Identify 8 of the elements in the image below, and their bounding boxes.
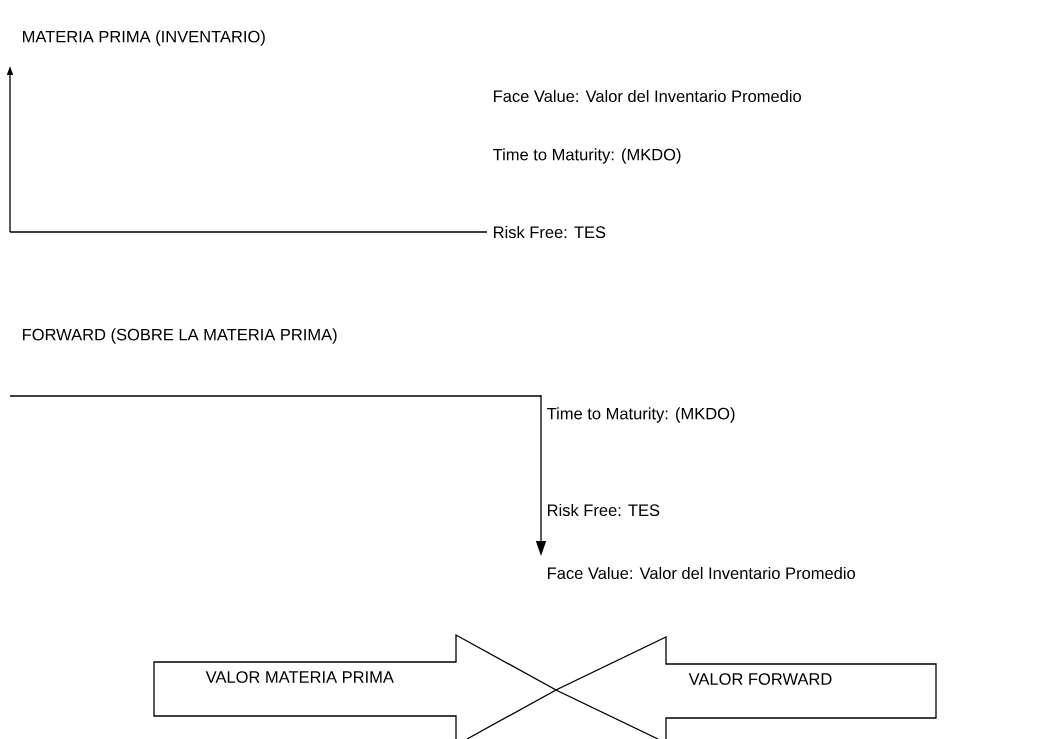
cash-flow-label: Time to Maturity: (MKDO) bbox=[547, 407, 735, 423]
heading: MATERIA PRIMA (INVENTARIO) bbox=[23, 30, 265, 46]
cash-flow-label: Face Value: Valor del Inventario Promedio bbox=[548, 566, 855, 580]
cash-flow-label: Face Value: Valor del Inventario Promedio bbox=[494, 89, 801, 103]
heading: FORWARD (SOBRE LA MATERIA PRIMA) bbox=[23, 328, 337, 344]
cash-flow-label: Risk Free: TES bbox=[548, 503, 660, 517]
cash-flow-label: Risk Free: TES bbox=[494, 225, 606, 239]
cash-flow-label: Time to Maturity: (MKDO) bbox=[493, 148, 681, 164]
